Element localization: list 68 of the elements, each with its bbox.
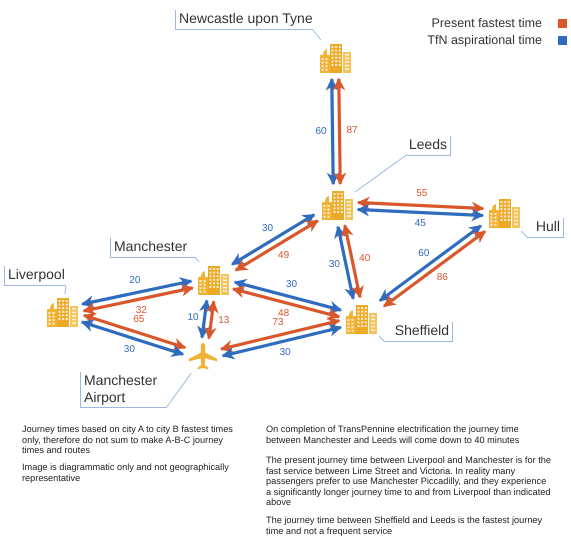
double-arrow bbox=[82, 312, 186, 350]
edge-label: 45 bbox=[414, 218, 427, 230]
double-arrow bbox=[82, 284, 194, 315]
double-arrow bbox=[234, 278, 342, 314]
building-icon bbox=[318, 41, 352, 75]
city-label: Liverpool bbox=[4, 266, 66, 286]
double-arrow bbox=[334, 225, 358, 300]
leader-line bbox=[520, 230, 528, 238]
edge-label: 30 bbox=[284, 278, 298, 290]
leader-line bbox=[312, 30, 322, 40]
double-arrow bbox=[383, 230, 486, 308]
double-arrow bbox=[204, 300, 219, 340]
double-arrow bbox=[356, 196, 484, 214]
note-text: On completion of TransPennine electrification the journey time between Manchester and Leeds will come down to 40 minutes bbox=[266, 424, 520, 446]
edge-label: 55 bbox=[415, 188, 428, 199]
city-label: Newcastle upon Tyne bbox=[175, 10, 313, 30]
edge-label: 10 bbox=[186, 312, 200, 322]
building-icon bbox=[344, 302, 378, 336]
edge-label: 13 bbox=[217, 315, 230, 326]
edge-label: 87 bbox=[345, 125, 359, 136]
note-text: The present journey time between Liverpool and Manchester is for the fast service between Lime Street and Victoria. In reality many passengers prefer to use Manchester Piccadilly, and they experience a significantly longer journey time to and from Liverpool than indicated above bbox=[266, 455, 551, 508]
leader-line bbox=[378, 336, 386, 342]
edge-label: 30 bbox=[278, 347, 292, 358]
note-text: Image is diagrammatic only and not geographically representative bbox=[22, 462, 230, 484]
double-arrow bbox=[326, 78, 340, 186]
double-arrow bbox=[340, 224, 364, 299]
edge-label: 60 bbox=[314, 126, 328, 137]
city-label: Manchester Airport bbox=[80, 372, 166, 408]
legend-label: TfN aspirational time bbox=[427, 33, 542, 47]
double-arrow bbox=[232, 286, 340, 320]
double-arrow bbox=[332, 78, 346, 186]
building-icon bbox=[487, 196, 521, 230]
city-label: Sheffield bbox=[385, 322, 453, 342]
edge-label: 65 bbox=[132, 314, 146, 326]
leader-line bbox=[64, 286, 66, 294]
building-icon bbox=[320, 188, 354, 222]
legend-label: Present fastest time bbox=[432, 16, 542, 30]
double-arrow bbox=[378, 224, 482, 302]
city-label: Hull bbox=[528, 218, 564, 238]
edge-label: 48 bbox=[277, 308, 290, 320]
building-icon bbox=[196, 263, 230, 297]
edge-label: 30 bbox=[260, 223, 274, 234]
double-arrow bbox=[220, 317, 340, 353]
airplane-icon bbox=[188, 342, 218, 372]
double-arrow bbox=[197, 299, 212, 339]
edge-label: 30 bbox=[122, 344, 136, 355]
edge-label: 60 bbox=[417, 248, 430, 259]
leader-line bbox=[196, 258, 200, 262]
double-arrow bbox=[356, 204, 484, 222]
double-arrow bbox=[231, 213, 316, 266]
edge-label: 49 bbox=[277, 250, 290, 261]
double-arrow bbox=[81, 277, 193, 308]
edge-label: 73 bbox=[271, 317, 284, 328]
edge-label: 32 bbox=[134, 305, 148, 316]
edge-label: 40 bbox=[358, 252, 372, 264]
edge-label: 86 bbox=[436, 272, 449, 284]
building-icon bbox=[45, 295, 79, 329]
city-label: Manchester bbox=[110, 238, 196, 258]
double-arrow bbox=[80, 319, 184, 357]
note-text: Journey times based on city A to city B fastest times only, therefore do not sum to make A-B-C journey times and routes bbox=[22, 424, 234, 456]
double-arrow bbox=[222, 324, 342, 360]
double-arrow bbox=[234, 219, 319, 272]
leader-line bbox=[166, 372, 192, 408]
leader-line bbox=[354, 156, 406, 193]
edge-label: 20 bbox=[128, 274, 142, 286]
edge-label: 30 bbox=[328, 259, 341, 270]
city-label: Leeds bbox=[405, 136, 451, 156]
note-text: The journey time between Sheffield and Leeds is the fastest journey time and not a frequent service bbox=[266, 515, 544, 536]
